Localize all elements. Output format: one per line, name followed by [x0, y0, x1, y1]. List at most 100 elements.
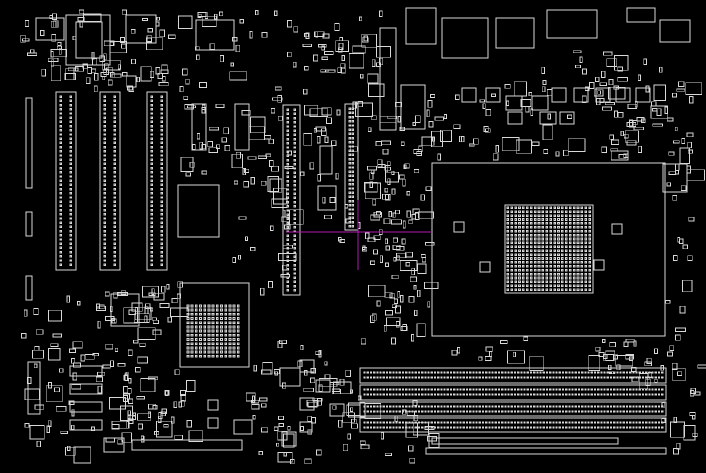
smd-part	[598, 351, 605, 357]
bga-pad	[545, 237, 549, 241]
chipset-pad	[194, 304, 198, 308]
smd-part	[219, 55, 224, 63]
bga-pad	[576, 253, 580, 256]
dimm-pin	[424, 371, 427, 374]
smd-part	[58, 47, 62, 55]
smd-part	[303, 133, 313, 146]
dimm-pin	[635, 421, 638, 424]
chipset-pad	[232, 308, 236, 312]
smd-part	[631, 376, 639, 383]
slot-pin	[160, 179, 163, 182]
bga-pad	[510, 249, 513, 252]
smd-part	[440, 129, 453, 142]
dimm-pin	[571, 388, 574, 391]
smd-part	[608, 86, 626, 100]
bga-pad	[545, 229, 549, 233]
dimm-pin	[587, 376, 590, 379]
bga-pad	[545, 253, 549, 256]
dimm-pin	[539, 371, 542, 374]
bga-pad	[506, 241, 510, 245]
smd-part	[150, 307, 154, 312]
bga-pad	[541, 214, 545, 217]
dimm-pin	[520, 405, 523, 408]
dimm-pin	[421, 371, 424, 374]
dimm-pin	[565, 371, 568, 374]
bga-pad	[518, 265, 521, 268]
bga-pad	[506, 257, 510, 260]
chipset-pad	[194, 317, 198, 320]
smd-part	[48, 382, 52, 389]
bga-pad	[545, 257, 549, 260]
dimm-pin	[606, 376, 609, 379]
dimm-pin	[497, 421, 501, 424]
dimm-pin	[510, 393, 513, 396]
bga-pad	[537, 268, 541, 272]
smd-part	[168, 34, 176, 39]
slot-pin	[293, 217, 296, 221]
bga-pad	[526, 268, 529, 272]
smd-part	[372, 198, 377, 206]
bga-pad	[514, 257, 517, 260]
slot-pin	[59, 99, 62, 103]
dimm-pin	[507, 405, 510, 408]
smd-part	[572, 50, 582, 54]
slot-pin	[69, 250, 72, 254]
chipset-pad	[224, 333, 228, 337]
smd-part	[207, 140, 213, 148]
dimm-pin	[366, 376, 369, 379]
dimm-pin	[552, 410, 555, 413]
slot-pin	[103, 124, 106, 128]
dimm-pin	[401, 421, 405, 424]
slot-pin	[348, 174, 351, 178]
bga-pad	[545, 245, 549, 249]
smd-part	[401, 238, 406, 245]
smd-part	[105, 437, 115, 443]
smd-part	[136, 76, 141, 83]
smd-part	[623, 341, 629, 348]
slot-pin	[113, 154, 116, 157]
smd-part	[428, 121, 434, 128]
dimm-pin	[657, 393, 661, 396]
bga-pad	[568, 261, 572, 264]
bga-pad	[568, 237, 572, 241]
chipset-pad	[194, 333, 198, 337]
dimm-pin	[645, 405, 648, 408]
dimm-pin	[459, 421, 462, 424]
slot-pin	[351, 162, 354, 165]
bga-pad	[580, 206, 584, 210]
bga-pad	[584, 249, 588, 252]
slot-pin	[59, 255, 62, 258]
slot-pin	[351, 115, 354, 119]
slot-pin	[103, 99, 106, 103]
chipset-pad	[211, 333, 215, 337]
bga-pad	[506, 222, 510, 225]
chipset-pad	[207, 312, 211, 316]
chipset-pad	[186, 342, 190, 346]
smd-part	[424, 281, 439, 289]
bga-pad	[568, 218, 572, 221]
smd-part	[371, 313, 377, 321]
bga-pad	[541, 210, 545, 213]
smd-part	[473, 138, 479, 145]
dimm-pin	[440, 421, 443, 424]
smd-part	[406, 210, 411, 218]
slot-pin	[348, 225, 351, 228]
bga-pad	[588, 218, 592, 221]
dimm-pin	[571, 371, 574, 374]
dimm-pin	[382, 393, 385, 396]
slot-pin	[293, 158, 296, 162]
dimm-pin	[421, 410, 424, 413]
chipset-pad	[207, 325, 211, 329]
smd-part	[50, 51, 54, 58]
chipset-pad	[190, 346, 194, 350]
slot-pin	[113, 171, 116, 174]
dimm-pin	[549, 410, 552, 413]
bga-pad	[584, 218, 588, 221]
dimm-pin	[568, 405, 571, 408]
smd-part	[201, 144, 206, 150]
dimm-pin	[453, 421, 456, 424]
slot-pin	[286, 179, 289, 183]
slot-pin	[150, 187, 153, 191]
smd-part	[57, 42, 62, 46]
